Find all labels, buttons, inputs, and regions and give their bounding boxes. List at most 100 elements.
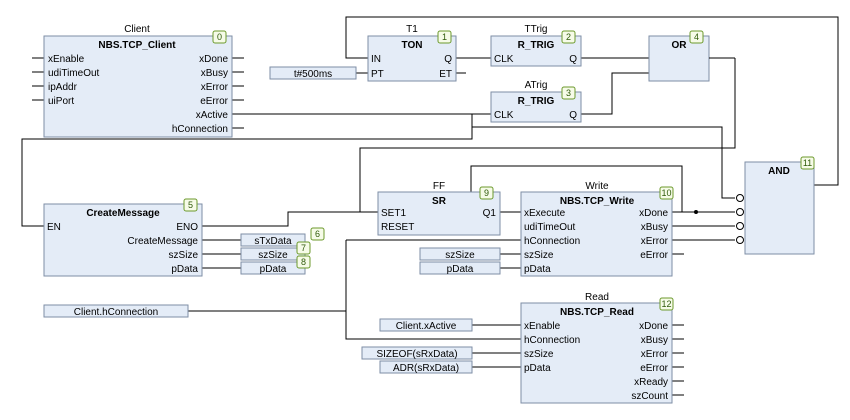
ff-in-reset: RESET — [381, 222, 414, 233]
svg-text:SIZEOF(sRxData): SIZEOF(sRxData) — [376, 349, 457, 360]
svg-text:Client.xActive: Client.xActive — [396, 321, 457, 332]
var-t500ms[interactable]: t#500ms — [269, 66, 357, 80]
badge-7: 7 — [296, 241, 311, 255]
var-client-xactive[interactable]: Client.xActive — [379, 318, 473, 332]
block-ttrig[interactable]: TTrig R_TRIG 2 CLK Q — [490, 24, 582, 67]
t1-instance: T1 — [406, 24, 418, 35]
block-and[interactable]: AND 11 — [736, 156, 815, 255]
var-client-hconnection[interactable]: Client.hConnection — [43, 304, 189, 318]
svg-text:6: 6 — [315, 229, 320, 239]
or-num: 4 — [694, 32, 699, 42]
read-in-pdata: pData — [524, 363, 551, 374]
var-stxdata[interactable]: sTxData — [240, 233, 306, 247]
or-type: OR — [672, 40, 688, 51]
client-type: NBS.TCP_Client — [98, 40, 176, 51]
read-out-szcount: szCount — [631, 391, 668, 402]
ff-num: 9 — [484, 188, 489, 198]
svg-text:pData: pData — [447, 264, 474, 275]
t1-num: 1 — [442, 32, 447, 42]
create-out-createmessage: CreateMessage — [127, 236, 198, 247]
atrig-instance: ATrig — [525, 80, 548, 91]
client-num: 0 — [217, 32, 222, 42]
create-in-en: EN — [47, 222, 61, 233]
ttrig-in-clk: CLK — [494, 54, 514, 65]
read-in-szsize: szSize — [524, 349, 554, 360]
create-out-pdata: pData — [171, 264, 198, 275]
svg-text:szSize: szSize — [258, 250, 288, 261]
client-in-uditimeout: udiTimeOut — [48, 68, 100, 79]
read-num: 12 — [661, 299, 671, 309]
client-out-xbusy: xBusy — [201, 68, 228, 79]
write-out-xerror: xError — [641, 236, 669, 247]
var-szsize-createmessage[interactable]: szSize — [240, 247, 306, 261]
badge-8: 8 — [296, 255, 311, 269]
block-atrig[interactable]: ATrig R_TRIG 3 CLK Q — [490, 80, 582, 123]
wires — [21, 16, 839, 396]
svg-text:t#500ms: t#500ms — [294, 69, 332, 80]
create-num: 5 — [188, 200, 193, 210]
ttrig-type: R_TRIG — [518, 40, 555, 51]
client-in-xenable: xEnable — [48, 54, 85, 65]
create-type: CreateMessage — [86, 208, 160, 219]
var-pdata-createmessage[interactable]: pData — [240, 261, 306, 275]
client-in-ipaddr: ipAddr — [48, 82, 78, 93]
client-in-uiport: uiPort — [48, 96, 74, 107]
write-out-eerror: eError — [640, 250, 668, 261]
block-t1[interactable]: T1 TON 1 IN PT Q ET — [367, 24, 457, 82]
var-adr-srxdata[interactable]: ADR(sRxData) — [379, 360, 473, 374]
write-in-szsize: szSize — [524, 250, 554, 261]
block-or[interactable]: OR 4 — [648, 30, 735, 82]
ttrig-num: 2 — [566, 32, 571, 42]
read-out-xbusy: xBusy — [641, 335, 668, 346]
svg-text:pData: pData — [260, 264, 287, 275]
t1-out-et: ET — [439, 69, 452, 80]
ff-instance: FF — [433, 181, 445, 192]
svg-text:8: 8 — [301, 257, 306, 267]
write-num: 10 — [661, 188, 671, 198]
t1-in-in: IN — [371, 54, 381, 65]
write-out-xdone: xDone — [639, 208, 668, 219]
block-ff[interactable]: FF SR 9 SET1 RESET Q1 — [377, 181, 501, 236]
read-in-hconnection: hConnection — [524, 335, 580, 346]
var-pdata-write[interactable]: pData — [419, 261, 501, 275]
client-out-xerror: xError — [201, 82, 229, 93]
write-in-hconnection: hConnection — [524, 236, 580, 247]
client-out-xactive: xActive — [196, 110, 229, 121]
write-in-uditimeout: udiTimeOut — [524, 222, 576, 233]
read-out-xerror: xError — [641, 349, 669, 360]
atrig-type: R_TRIG — [518, 96, 555, 107]
write-instance: Write — [585, 181, 609, 192]
atrig-num: 3 — [566, 88, 571, 98]
block-write[interactable]: Write NBS.TCP_Write 10 xExecute udiTimeO… — [520, 181, 674, 277]
read-instance: Read — [585, 292, 609, 303]
t1-in-pt: PT — [371, 69, 384, 80]
t1-out-q: Q — [444, 54, 452, 65]
write-type: NBS.TCP_Write — [560, 196, 635, 207]
ff-in-set1: SET1 — [381, 208, 406, 219]
ttrig-out-q: Q — [569, 54, 577, 65]
var-szsize-write[interactable]: szSize — [419, 247, 501, 261]
atrig-out-q: Q — [569, 110, 577, 121]
create-out-eno: ENO — [176, 222, 198, 233]
t1-type: TON — [402, 40, 423, 51]
client-out-hconnection: hConnection — [172, 124, 228, 135]
create-out-szsize: szSize — [169, 250, 199, 261]
block-createmessage[interactable]: CreateMessage 5 EN ENO CreateMessage szS… — [43, 198, 203, 277]
block-client[interactable]: Client NBS.TCP_Client 0 xEnable udiTimeO… — [43, 24, 233, 138]
svg-text:sTxData: sTxData — [254, 236, 292, 247]
ttrig-instance: TTrig — [525, 24, 548, 35]
block-read[interactable]: Read NBS.TCP_Read 12 xEnable hConnection… — [520, 292, 674, 404]
var-sizeof-srxdata[interactable]: SIZEOF(sRxData) — [361, 346, 473, 360]
svg-text:7: 7 — [301, 243, 306, 253]
read-out-eerror: eError — [640, 363, 668, 374]
client-out-xdone: xDone — [199, 54, 228, 65]
badge-6: 6 — [310, 227, 325, 241]
write-in-xexecute: xExecute — [524, 208, 566, 219]
svg-text:Client.hConnection: Client.hConnection — [74, 307, 159, 318]
ff-type: SR — [432, 196, 447, 207]
svg-text:szSize: szSize — [445, 250, 475, 261]
client-out-eerror: eError — [200, 96, 228, 107]
and-type: AND — [768, 166, 790, 177]
atrig-in-clk: CLK — [494, 110, 514, 121]
